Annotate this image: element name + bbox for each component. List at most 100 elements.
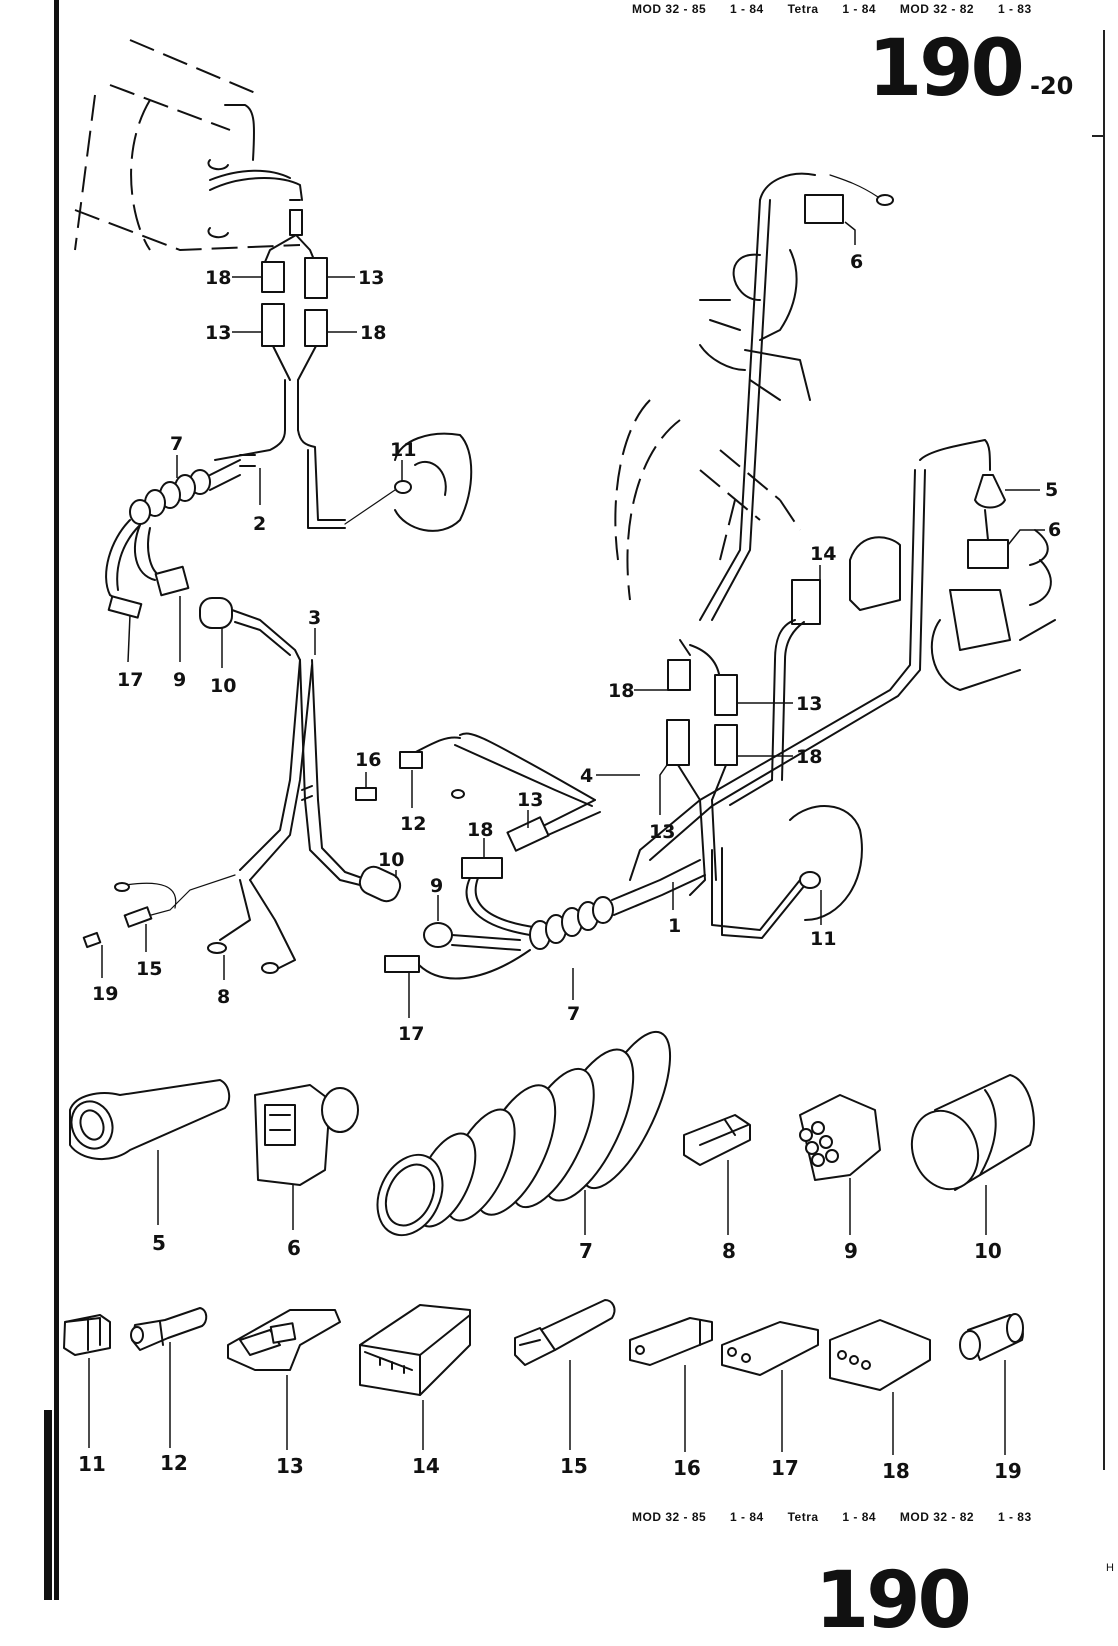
part-15-terminal-sleeve — [514, 1299, 616, 1366]
part-14-multi-pin-block — [359, 1304, 471, 1396]
header-model-line: MOD 32 - 85 1 - 84 Tetra 1 - 84 MOD 32 -… — [632, 2, 1052, 16]
housing-16-wired — [355, 787, 377, 801]
center-lower-harness — [355, 732, 706, 980]
terminal-19-wired — [82, 931, 102, 949]
plug-9-left — [154, 565, 190, 597]
part-5-grommet-boot — [69, 1079, 231, 1161]
callout-13-top-left: 13 — [358, 267, 384, 289]
callout-1: 1 — [668, 915, 681, 937]
callout-3: 3 — [308, 607, 321, 629]
part-label-13: 13 — [276, 1454, 304, 1478]
callout-13-top-left-lower: 13 — [205, 322, 231, 344]
page-suffix: -20 — [1030, 72, 1074, 100]
callout-18-mid: 18 — [608, 680, 634, 702]
footer-model-5: 1 - 83 — [997, 1510, 1032, 1524]
connector-18-top — [261, 261, 285, 293]
callout-18-center: 18 — [467, 819, 493, 841]
connector-13-mid-lower — [666, 719, 690, 766]
wheel-sensor-left — [394, 432, 473, 532]
part-17-two-way-housing — [721, 1321, 819, 1376]
part-12-single-pin-connector — [130, 1307, 208, 1351]
housing-18-center — [461, 857, 503, 879]
footer-page-number: 190 — [815, 1556, 972, 1646]
part-7-bellows-boot — [376, 1030, 672, 1237]
part-label-7: 7 — [579, 1239, 593, 1263]
part-label-18: 18 — [882, 1459, 910, 1483]
header-model-1: 1 - 84 — [730, 2, 764, 16]
plug-9-center — [423, 922, 453, 948]
callout-13-center: 13 — [517, 789, 543, 811]
callout-17-left: 17 — [117, 669, 143, 691]
callout-11-right: 11 — [810, 928, 836, 950]
callout-2: 2 — [253, 513, 266, 535]
part-11-cap-connector — [63, 1314, 111, 1356]
corner-mark: H — [1106, 1562, 1114, 1574]
page-number: 190 — [868, 24, 1025, 114]
connector-18-mid-lower — [714, 724, 738, 766]
part-label-11: 11 — [78, 1452, 106, 1476]
engine-outline-dashed — [614, 399, 801, 601]
housing-17-center — [384, 955, 420, 973]
callout-8-wired: 8 — [217, 986, 230, 1008]
part-16-one-way-housing — [629, 1317, 713, 1366]
right-harness-mid — [666, 639, 773, 896]
connector-18-mid — [667, 659, 691, 691]
part-label-14: 14 — [412, 1454, 440, 1478]
callout-15-wired: 15 — [136, 958, 162, 980]
main-trunk-3 — [239, 659, 402, 903]
housing-17-left — [107, 595, 143, 619]
connector-13-lower — [261, 303, 285, 347]
footer-model-1: 1 - 84 — [730, 1510, 764, 1524]
header-model-4: MOD 32 - 82 — [899, 2, 975, 16]
connector-12-wired — [399, 751, 423, 769]
connector-14-assembly — [771, 536, 901, 781]
sleeve-10-center — [358, 865, 402, 903]
part-9-round-multipin-plug — [799, 1094, 881, 1181]
callout-13-mid-lower: 13 — [649, 821, 675, 843]
footer-model-3: 1 - 84 — [842, 1510, 877, 1524]
sensor-11-right — [799, 871, 821, 889]
page-border-right — [1103, 30, 1105, 1470]
sleeve-10-left — [199, 597, 233, 629]
header-model-0: MOD 32 - 85 — [632, 2, 707, 16]
part-label-6: 6 — [287, 1236, 301, 1260]
callout-9-center: 9 — [430, 875, 443, 897]
part-label-10: 10 — [974, 1239, 1002, 1263]
connector-18-lower — [304, 309, 328, 347]
callout-6-top: 6 — [850, 251, 863, 273]
footer-model-4: MOD 32 - 82 — [899, 1510, 975, 1524]
callout-12-wired: 12 — [400, 813, 426, 835]
bellows-left — [129, 459, 241, 525]
left-branches — [105, 519, 301, 661]
callout-6-right: 6 — [1048, 519, 1061, 541]
parts-row-2-labels: 11 12 13 14 15 16 17 18 19 — [78, 1451, 1022, 1483]
callout-16-wired: 16 — [355, 749, 381, 771]
assembly-callouts: 18 13 13 18 7 2 11 17 9 10 3 6 5 6 14 18… — [92, 251, 1061, 1045]
part-label-5: 5 — [152, 1231, 166, 1255]
component-top-right — [699, 172, 894, 621]
connector-13-top — [304, 257, 328, 299]
mating-block — [849, 536, 901, 611]
parts-diagram: 18 13 13 18 7 2 11 17 9 10 3 6 5 6 14 18… — [63, 39, 1061, 1483]
footer-model-2: Tetra — [787, 1510, 819, 1524]
header-model-3: 1 - 84 — [842, 2, 877, 16]
part-label-19: 19 — [994, 1459, 1022, 1483]
page-border-left-lower — [44, 1410, 52, 1600]
callout-14: 14 — [810, 543, 836, 565]
part-label-15: 15 — [560, 1454, 588, 1478]
callout-19-wired: 19 — [92, 983, 118, 1005]
part-label-8: 8 — [722, 1239, 736, 1263]
callout-5-right: 5 — [1045, 479, 1058, 501]
right-harness-trunk — [629, 439, 991, 939]
header-model-2: Tetra — [787, 2, 819, 16]
callout-9-left: 9 — [173, 669, 186, 691]
terminal-15-wired — [123, 906, 153, 928]
callout-18-top-left-lower: 18 — [360, 322, 386, 344]
top-harness — [209, 169, 412, 529]
boot-5-mounted — [974, 474, 1006, 509]
callout-17-center: 17 — [398, 1023, 424, 1045]
parts-row-1-labels: 5 6 7 8 9 10 — [152, 1231, 1002, 1263]
part-18-three-way-housing — [829, 1319, 931, 1391]
part-13-latch-connector — [227, 1309, 341, 1371]
callout-4: 4 — [580, 765, 593, 787]
